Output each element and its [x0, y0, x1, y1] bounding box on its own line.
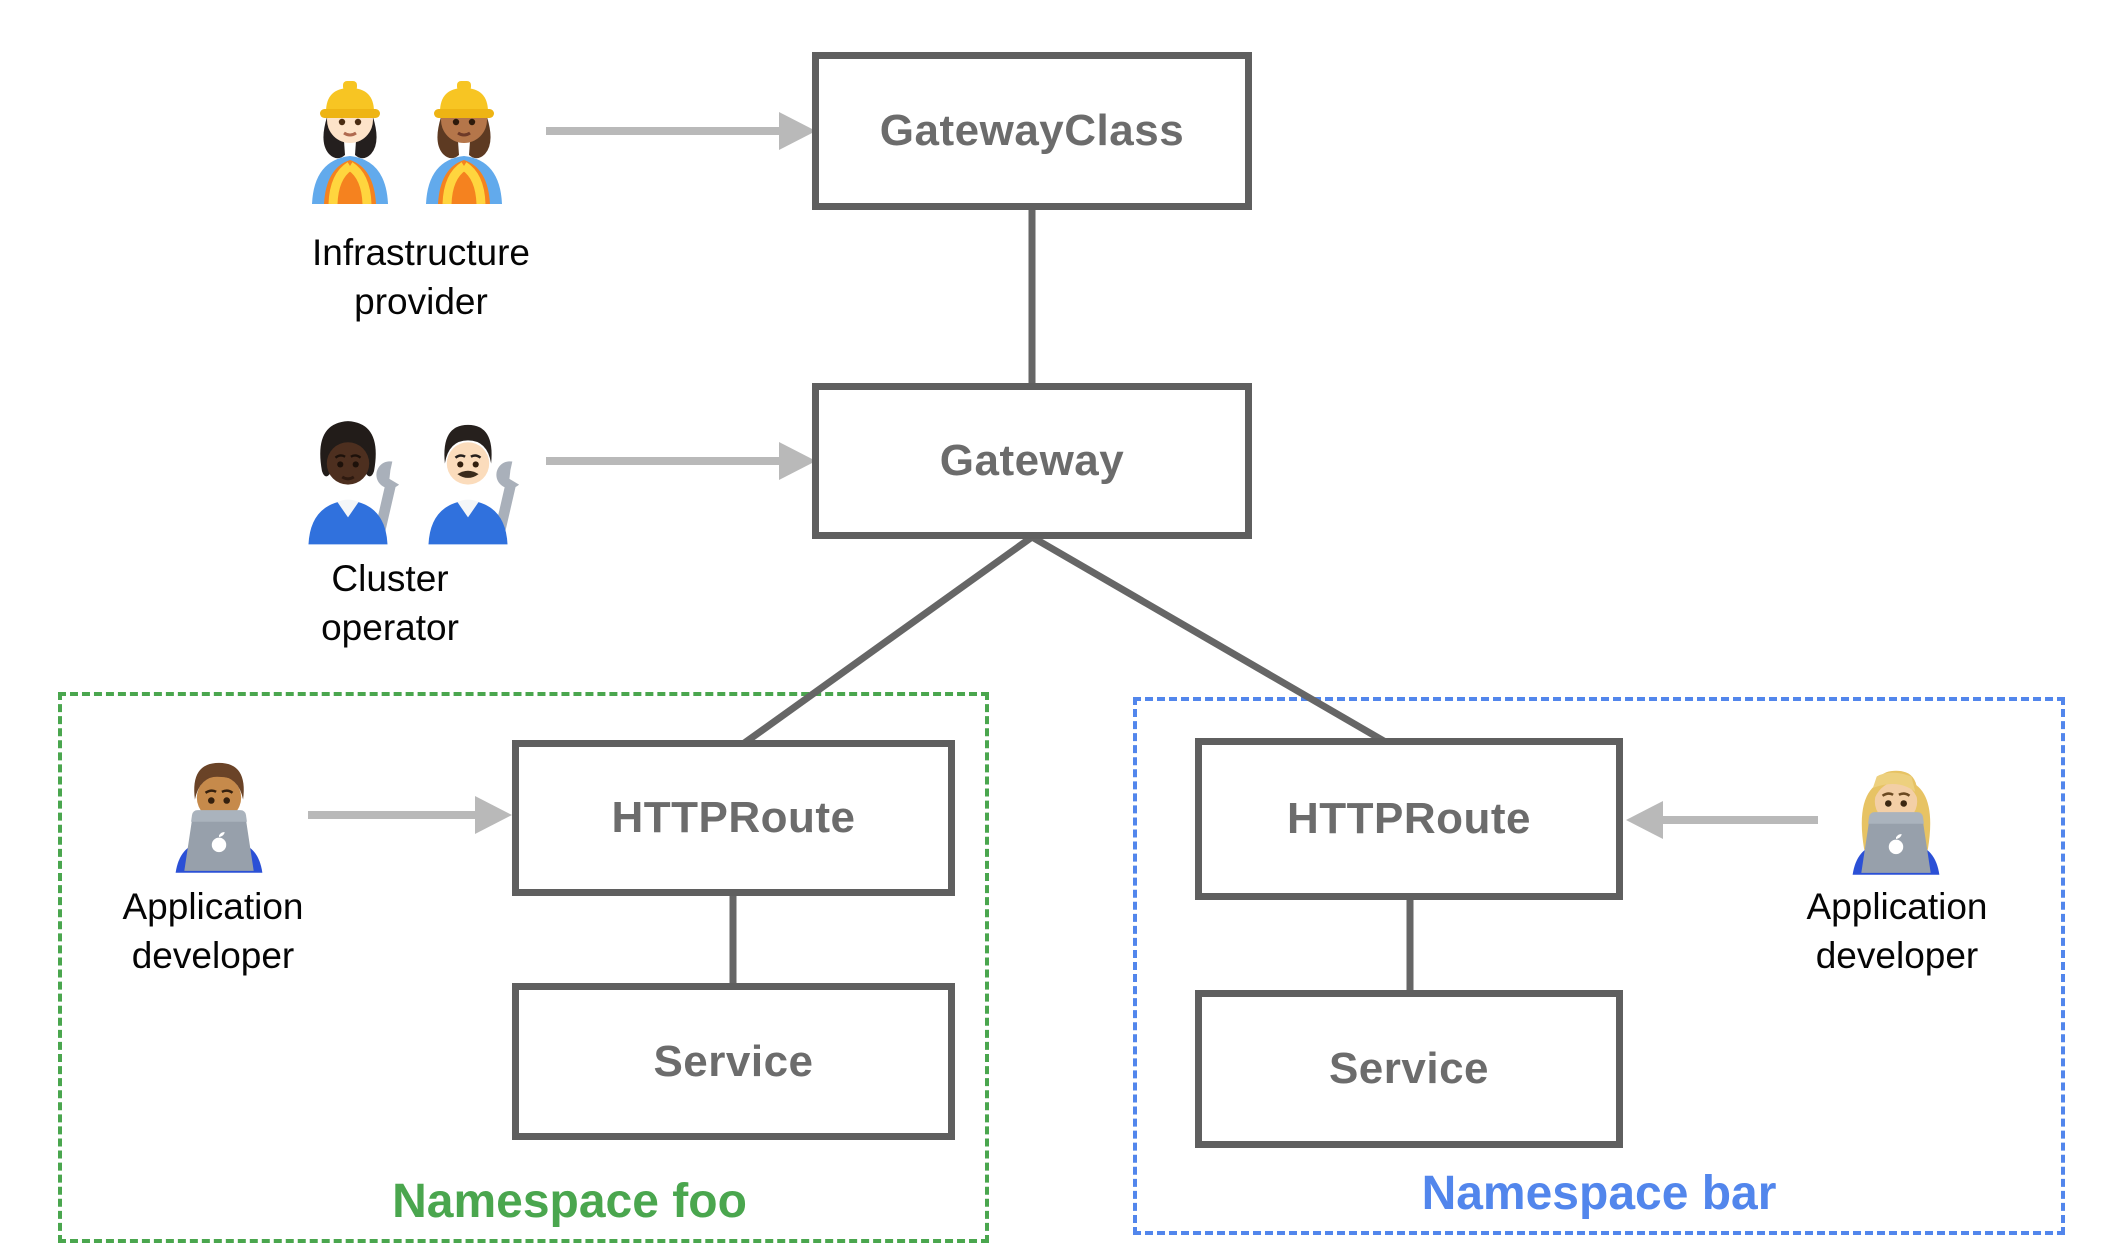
woman-technologist-emoji [1852, 770, 1940, 875]
app-developer-foo-label-line1: Application [122, 886, 304, 927]
arrow-cluster-operator-head [779, 442, 816, 480]
infrastructure-provider-label-line2: provider [354, 281, 488, 322]
namespace-bar-label: Namespace bar [1421, 1167, 1777, 1220]
man-technologist-emoji [175, 762, 263, 873]
app-developer-bar-label: Application developer [1697, 882, 2097, 980]
cluster-operator-label-line2: operator [321, 607, 459, 648]
app-developer-bar-icon [1843, 756, 1949, 876]
service-foo-node-label: Service [653, 1036, 814, 1086]
httproute-foo-node-label: HTTPRoute [611, 793, 856, 842]
httproute-foo-node: HTTPRoute [512, 740, 955, 896]
cluster-operator-label-line1: Cluster [331, 558, 449, 599]
app-developer-bar-label-line1: Application [1806, 886, 1988, 927]
app-developer-foo-label-line2: developer [131, 935, 295, 976]
arrow-infrastructure-provider-head [779, 112, 816, 150]
man-mechanic-light-skin-emoji [428, 424, 520, 545]
line-gateway-httproute-foo [740, 534, 1035, 747]
app-developer-foo-icon [166, 754, 272, 874]
line-gateway-httproute-bar [1030, 533, 1391, 748]
namespace-foo-box: Namespace foo [58, 692, 989, 1243]
cluster-operator-icons [295, 405, 521, 547]
infrastructure-provider-label: Infrastructure provider [221, 228, 621, 326]
woman-construction-worker-medium-emoji [426, 81, 502, 204]
httproute-bar-node-label: HTTPRoute [1286, 794, 1532, 843]
arrow-app-developer-bar-head [1626, 801, 1663, 839]
gateway-node-label: Gateway [939, 436, 1125, 485]
service-bar-node-label: Service [1328, 1044, 1490, 1093]
gatewayclass-node-label: GatewayClass [879, 106, 1185, 155]
arrow-app-developer-foo-head [475, 796, 512, 834]
relationship-lines [729, 208, 1414, 994]
persona-arrows [308, 112, 1818, 839]
cluster-operator-label: Cluster operator [190, 554, 590, 652]
gatewayclass-node: GatewayClass [812, 52, 1252, 210]
namespace-foo-label: Namespace foo [392, 1175, 747, 1228]
woman-construction-worker-light-emoji [312, 81, 388, 204]
infrastructure-provider-icons [300, 62, 514, 204]
app-developer-foo-label: Application developer [13, 882, 413, 980]
service-foo-node: Service [512, 983, 955, 1140]
app-developer-bar-label-line2: developer [1815, 935, 1979, 976]
namespace-bar-box: Namespace bar [1133, 697, 2065, 1235]
infrastructure-provider-label-line1: Infrastructure [312, 232, 530, 273]
service-bar-node: Service [1195, 990, 1623, 1148]
mechanic-dark-skin-emoji [308, 421, 400, 545]
gateway-node: Gateway [812, 383, 1252, 539]
httproute-bar-node: HTTPRoute [1195, 738, 1623, 900]
